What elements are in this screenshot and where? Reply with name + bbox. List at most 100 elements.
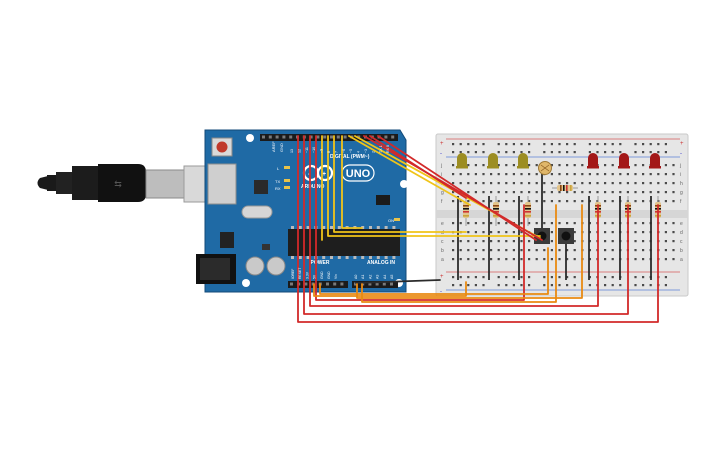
chip-small [254, 180, 268, 194]
analog-pin-label: A0 [354, 275, 358, 279]
wire-yellow [333, 135, 467, 233]
brand-label: ARDUINO [301, 184, 324, 190]
on-label: ON [388, 218, 394, 223]
header-pin[interactable] [289, 135, 293, 139]
power-pin-label: Vin [334, 274, 338, 279]
red-led [587, 153, 599, 169]
digital-pin-label: RX 0 [386, 145, 390, 153]
header-pin[interactable] [323, 135, 327, 139]
header-pin[interactable] [330, 135, 333, 139]
header-pin[interactable] [304, 282, 308, 286]
wire-red [377, 135, 537, 241]
row-letter: i [441, 172, 442, 178]
wire-red [369, 135, 467, 199]
header-pin[interactable] [262, 135, 265, 139]
digital-pin-label: 4 [357, 151, 361, 153]
power-pin-label: 5V [313, 274, 317, 279]
header-pin[interactable] [354, 282, 357, 286]
header-pin[interactable] [268, 135, 272, 139]
capacitor [266, 256, 286, 276]
digital-pin-label: 13 [290, 149, 294, 153]
row-letter: g [680, 190, 683, 196]
analog-label: ANALOG IN [367, 260, 395, 266]
digital-pin-label: ~3 [364, 149, 368, 153]
power-jack [196, 254, 236, 284]
resistor [552, 185, 578, 191]
header-pin[interactable] [309, 135, 313, 139]
usb-cable: ⇆ [37, 164, 235, 203]
header-pin[interactable] [391, 135, 395, 139]
analog-pin-label: A5 [390, 275, 394, 279]
resistor [463, 196, 469, 226]
analog-pin-label: A4 [383, 275, 387, 279]
row-letter: d [441, 230, 444, 236]
header-pin[interactable] [326, 282, 329, 286]
digital-pin-label: ~5 [349, 149, 353, 153]
wire-orange [319, 247, 549, 295]
header-pin[interactable] [368, 282, 372, 286]
wire-yellow [327, 135, 541, 237]
row-letter: a [441, 257, 444, 263]
svg-text:⇆: ⇆ [114, 179, 122, 189]
voltage-regulator [220, 232, 234, 248]
power-pin-label: RESET [298, 268, 302, 279]
red-led [618, 153, 630, 169]
header-pin[interactable] [375, 282, 379, 286]
digital-pin-label: 12 [297, 149, 301, 153]
row-letter: a [680, 257, 683, 263]
row-letter: h [680, 181, 683, 187]
header-pin[interactable] [384, 135, 388, 139]
analog-pin-label: A1 [361, 275, 365, 279]
power-pin-label: GND [327, 271, 331, 279]
header-pin[interactable] [382, 282, 386, 286]
analog-pin-label: A3 [376, 275, 380, 279]
header-pin[interactable] [357, 135, 361, 139]
row-letter: e [441, 221, 444, 227]
row-letter: c [441, 239, 444, 245]
wire-red [315, 135, 525, 301]
row-letter: e [680, 221, 683, 227]
header-pin[interactable] [390, 282, 393, 286]
digital-pin-label: 8 [327, 151, 331, 153]
power-pin-label: GND [320, 271, 324, 279]
row-letter: c [680, 239, 683, 245]
rail-minus-label-bottom: - [440, 289, 442, 295]
header-pin[interactable] [343, 135, 347, 139]
row-letter: f [441, 199, 443, 205]
rail-plus-label: + [440, 141, 444, 147]
led-group [456, 153, 661, 169]
header-pin[interactable] [275, 135, 279, 139]
icsp-header [376, 195, 390, 205]
row-letter: i [680, 172, 681, 178]
usb-port [207, 163, 237, 205]
header-pin[interactable] [290, 282, 293, 286]
wire-orange [356, 204, 583, 299]
row-letter: j [440, 163, 442, 169]
digital-header [260, 134, 398, 141]
row-letter: g [441, 190, 444, 196]
capacitor [245, 256, 265, 276]
digital-pin-label: 2 [371, 151, 375, 153]
digital-header-label: DIGITAL (PWM~) [330, 154, 370, 160]
analog-header [352, 281, 398, 288]
atmega-chip [288, 229, 400, 256]
header-pin[interactable] [333, 282, 337, 286]
header-pin[interactable] [340, 282, 344, 286]
wire-red [303, 135, 629, 315]
digital-pin-label: ~11 [305, 147, 309, 153]
header-pin[interactable] [316, 135, 320, 139]
wire-orange [313, 281, 467, 297]
reset-button[interactable] [211, 137, 233, 157]
digital-pin-label: TX 1 [379, 145, 383, 153]
tx-label: TX [275, 179, 280, 184]
digital-pin-label: 7 [334, 151, 338, 153]
crystal [241, 205, 273, 219]
arduino-uno-board: AREF GND DIGITAL (PWM~) - + ARDUINO UNO … [196, 129, 408, 293]
header-pin[interactable] [336, 135, 340, 139]
rail-minus-label-right: - [680, 151, 682, 157]
pushbutton[interactable] [558, 228, 574, 244]
gnd-label: GND [279, 143, 284, 152]
header-pin[interactable] [282, 135, 286, 139]
wire-red [309, 135, 599, 307]
